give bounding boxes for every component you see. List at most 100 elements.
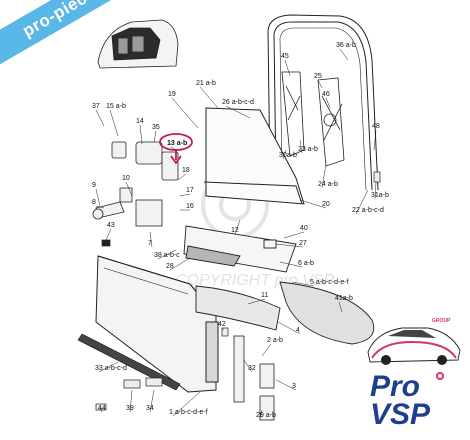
callout-label-2: 2 a-b [267,337,283,344]
callout-label-46: 46 [322,91,330,98]
leader-line-26 [225,105,251,119]
leader-line-32 [243,359,253,373]
callout-label-24: 24 a-b [318,181,338,188]
callout-label-31: 31a-b [371,192,389,199]
leader-line-20 [299,199,327,209]
leader-line-38 [157,249,177,260]
leader-line-48 [373,129,377,151]
leader-line-12 [234,219,241,235]
leader-line-31 [374,181,377,200]
leader-line-43 [105,228,112,241]
small-parts [95,171,381,411]
callout-label-36: 36 a-b [336,42,356,49]
callout-label-44: 44 [98,405,106,412]
callout-label-4: 4 [296,327,300,334]
leader-line-22 [355,189,369,215]
leader-line-8 [95,205,105,209]
window-run-channel [267,14,379,191]
leader-line-28 [169,257,191,271]
leader-line-29 [259,409,263,420]
callout-label-3: 3 [292,383,296,390]
leader-line-18 [177,173,187,181]
leader-line-5 [291,281,315,287]
leader-line-42 [221,327,225,331]
callout-label-12: 12 [231,227,239,234]
callout-label-5: 5 a-b-c-d-e-f [310,279,349,286]
callout-label-15: 15 a-b [106,103,126,110]
leader-line-7 [149,231,153,248]
leader-line-1 [172,391,201,417]
trim-panels [195,281,375,345]
callout-label-21: 21 a-b [196,80,216,87]
leader-line-46 [325,97,331,109]
callout-label-41: 41a-b [335,295,353,302]
logo-group-tag: GROUP [432,318,451,324]
leader-line-21 [199,86,219,109]
callout-label-33: 33 a-b-c-d [95,365,127,372]
callout-label-13: 13 a-b [167,140,187,147]
leader-line-40 [283,231,305,239]
leader-line-36 [339,48,349,61]
callout-label-35: 35 [152,124,160,131]
leader-line-17 [179,193,191,197]
callout-label-29: 29 a-b [256,412,276,419]
leader-line-3 [275,379,297,391]
car-thumbnail [97,19,179,69]
callout-label-19: 19 [168,91,176,98]
callout-label-48: 48 [372,123,380,130]
leader-line-14 [139,124,143,145]
callout-label-28: 28 [166,263,174,270]
leader-line-4 [277,321,301,335]
callout-label-22: 22 a-b-c-d [352,207,384,214]
callout-label-16: 16 [186,203,194,210]
leader-line-34 [149,389,155,413]
callout-label-14: 14 [136,118,144,125]
door-shell [95,255,219,393]
leader-line-9 [95,188,101,207]
callout-leaders [95,48,377,420]
callout-label-39: 39 [126,405,134,412]
logo-car-graphic [367,327,461,365]
callout-label-30: 30a-b [279,152,297,159]
leader-line-27 [275,243,304,248]
leader-line-10 [125,181,133,197]
callout-label-34: 34 [146,405,154,412]
inner-panel [183,225,297,273]
hinges [233,335,275,421]
leader-line-33 [98,361,119,373]
callout-label-43: 43 [107,222,115,229]
leader-line-41 [338,301,343,313]
callout-label-45: 45 [281,53,289,60]
callout-label-17: 17 [186,187,194,194]
callout-label-18: 18 [182,167,190,174]
leader-line-25 [317,79,323,89]
leader-line-11 [247,298,266,305]
callout-label-42: 42 [218,321,226,328]
leader-line-45 [284,59,291,77]
callout-label-10: 10 [122,175,130,182]
callout-label-32: 32 [248,365,256,372]
leader-line-35 [153,130,157,143]
callout-label-8: 8 [92,199,96,206]
leader-line-24 [321,163,327,189]
leader-line-39 [129,389,133,413]
leader-line-13 [170,146,177,151]
callout-label-20: 20 [322,201,330,208]
leader-line-6 [279,261,303,268]
leader-line-30 [282,149,287,160]
leader-line-23 [299,139,303,154]
callout-label-40: 40 [300,225,308,232]
logo-word-vsp: VSP [370,398,431,431]
logo-dot-icon [436,372,444,380]
callout-label-6: 6 a-b [298,260,314,267]
leader-line-19 [171,97,199,129]
callout-label-11: 11 [261,292,268,299]
callout-label-27: 27 [299,240,307,247]
leader-line-2 [261,343,272,357]
callout-label-1: 1 a-b-c-d-e-f [169,409,208,416]
callout-label-9: 9 [92,182,96,189]
leader-line-15 [109,109,119,137]
door-trim-strip [77,333,181,391]
